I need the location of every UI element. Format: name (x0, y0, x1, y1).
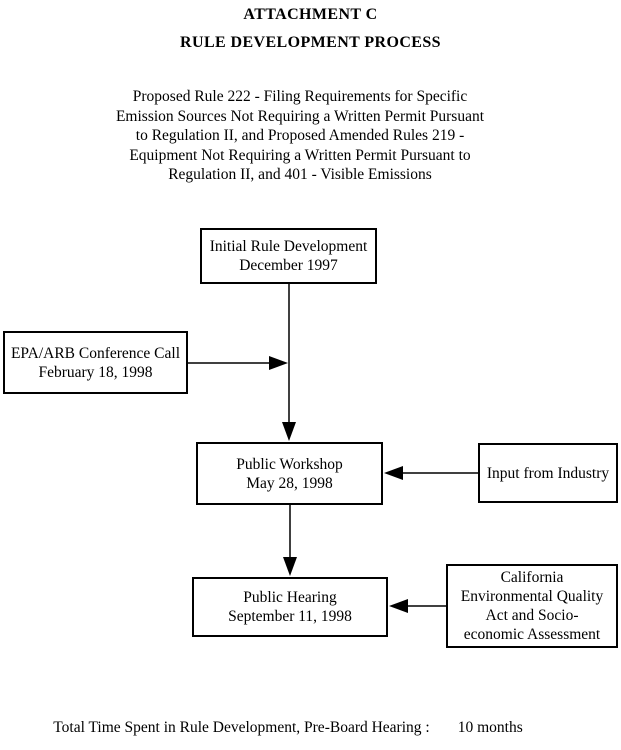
intro-line-5: Regulation II, and 401 - Visible Emissio… (168, 166, 432, 183)
flowbox-title: Public Hearing (243, 589, 337, 606)
flowbox-initial-rule-development: Initial Rule Development December 1997 (200, 228, 377, 284)
process-title: RULE DEVELOPMENT PROCESS (180, 34, 441, 51)
flowbox-line-2: Environmental Quality (460, 588, 604, 605)
flowbox-input-from-industry: Input from Industry (478, 443, 618, 503)
flowbox-title: Initial Rule Development (209, 238, 368, 255)
flowbox-epa-arb-conference-call: EPA/ARB Conference Call February 18, 199… (3, 331, 188, 394)
connector-ceqa-to-hearing (389, 599, 446, 613)
flowbox-line-1: California (500, 569, 564, 586)
flowbox-date: December 1997 (239, 257, 338, 274)
flowbox-date: February 18, 1998 (38, 363, 153, 381)
flowbox-title: EPA/ARB Conference Call (10, 344, 181, 362)
connector-epa-arb-to-flowline (188, 356, 288, 370)
intro-line-1: Proposed Rule 222 - Filing Requirements … (132, 88, 468, 105)
flowbox-date: May 28, 1998 (246, 474, 333, 492)
flowbox-ceqa-assessment: California Environmental Quality Act and… (446, 564, 618, 648)
flowbox-date: September 11, 1998 (228, 608, 352, 625)
flowbox-public-hearing: Public Hearing September 11, 1998 (192, 577, 388, 637)
flowbox-title: Public Workshop (236, 455, 343, 473)
total-time-summary: Total Time Spent in Rule Development, Pr… (0, 719, 576, 737)
intro-paragraph: Proposed Rule 222 - Filing Requirements … (0, 87, 600, 185)
connector-industry-to-workshop (384, 466, 478, 480)
total-time-value: 10 months (457, 719, 523, 736)
intro-line-3: to Regulation II, and Proposed Amended R… (135, 127, 465, 144)
flowbox-title: Input from Industry (486, 464, 610, 482)
total-time-label: Total Time Spent in Rule Development, Pr… (53, 719, 430, 736)
intro-line-4: Equipment Not Requiring a Written Permit… (129, 146, 471, 164)
connector-initial-to-workshop (282, 284, 296, 441)
flowbox-line-3: Act and Socio- (485, 607, 579, 624)
intro-line-2: Emission Sources Not Requiring a Written… (115, 107, 485, 125)
connector-workshop-to-hearing (283, 505, 297, 576)
flowbox-line-4: economic Assessment (463, 626, 601, 643)
flowbox-public-workshop: Public Workshop May 28, 1998 (196, 442, 383, 505)
attachment-title: ATTACHMENT C (243, 6, 378, 23)
